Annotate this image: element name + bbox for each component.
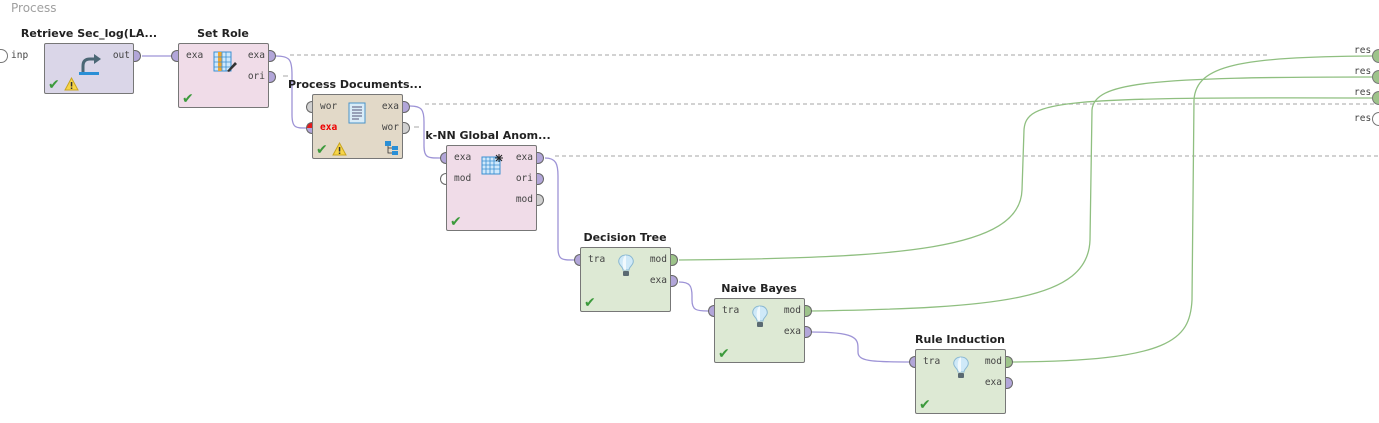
result-port-1[interactable]	[1372, 49, 1379, 63]
port-setrole-in-exa[interactable]	[171, 50, 178, 62]
connection-naivebayes-to-res2	[810, 76, 1373, 312]
operator-set-role[interactable]: exa exa ori ✔	[178, 43, 269, 108]
process-title: Process	[11, 1, 57, 15]
port-label-mod: mod	[649, 254, 667, 265]
lightbulb-icon	[752, 305, 768, 327]
result-port-2[interactable]	[1372, 70, 1379, 84]
status-ok-icon: ✔	[316, 142, 328, 158]
status-ok-icon: ✔	[919, 397, 931, 413]
port-label-exa: exa	[783, 326, 801, 337]
operator-retrieve[interactable]: out ✔	[44, 43, 134, 94]
port-label-exa: exa	[381, 101, 399, 112]
operator-title-decision-tree: Decision Tree	[583, 231, 667, 244]
connection-setrole-to-procdocs	[275, 55, 307, 129]
port-nbayes-in-tra[interactable]	[708, 305, 715, 317]
retrieve-arrow-icon	[79, 54, 101, 75]
operator-knn[interactable]: exa mod exa ori mod ✔	[446, 145, 537, 231]
operator-process-documents[interactable]: wor exa exa wor ✔	[312, 94, 403, 159]
operator-title-process-documents: Process Documents...	[287, 78, 423, 91]
connection-decisiontree-to-res3	[678, 97, 1373, 261]
table-star-icon	[481, 154, 503, 175]
status-ok-icon: ✔	[584, 295, 596, 311]
port-label-exa: exa	[454, 152, 472, 163]
result-port-4[interactable]	[1372, 112, 1379, 126]
subprocess-icon[interactable]	[385, 141, 399, 156]
port-knn-in-mod[interactable]	[440, 173, 447, 185]
warning-icon	[64, 77, 79, 91]
result-port-label: res	[1354, 113, 1372, 124]
port-label-out: out	[112, 50, 130, 61]
connection-naivebayes-to-ruleinduction	[810, 331, 911, 363]
port-label-wor: wor	[381, 122, 399, 133]
port-procdocs-in-wor[interactable]	[306, 101, 313, 113]
port-knn-in-exa[interactable]	[440, 152, 447, 164]
operator-title-naive-bayes: Naive Bayes	[721, 282, 797, 295]
result-port-label: res	[1354, 45, 1372, 56]
port-label-tra: tra	[722, 305, 740, 316]
connection-procdocs-to-knn	[409, 105, 441, 159]
connection-decisiontree-to-naivebayes	[678, 281, 709, 312]
operator-naive-bayes[interactable]: tra mod exa ✔	[714, 298, 805, 363]
port-label-mod: mod	[783, 305, 801, 316]
operator-decision-tree[interactable]: tra mod exa ✔	[580, 247, 671, 312]
operator-title-set-role: Set Role	[197, 27, 249, 40]
result-port-label: res	[1354, 66, 1372, 77]
connection-ruleinduction-to-res1	[1011, 55, 1373, 363]
port-label-exa: exa	[247, 50, 265, 61]
warning-icon	[332, 142, 347, 156]
port-rule-in-tra[interactable]	[909, 356, 916, 368]
result-port-label: res	[1354, 87, 1372, 98]
process-input-port-label: inp	[11, 50, 29, 61]
port-label-ori: ori	[515, 173, 533, 184]
status-ok-icon: ✔	[182, 91, 194, 107]
operator-title-rule-induction: Rule Induction	[915, 333, 1005, 346]
port-dtree-in-tra[interactable]	[574, 254, 581, 266]
port-label-exa: exa	[649, 275, 667, 286]
operator-title-retrieve: Retrieve Sec_log(LA...	[20, 27, 158, 40]
port-label-exa: exa	[186, 50, 204, 61]
lightbulb-icon	[953, 356, 969, 378]
status-ok-icon: ✔	[450, 214, 462, 230]
port-label-tra: tra	[923, 356, 941, 367]
connection-knn-to-decisiontree	[544, 157, 575, 261]
port-label-tra: tra	[588, 254, 606, 265]
table-edit-icon	[213, 51, 237, 72]
port-label-exa-error: exa	[320, 122, 338, 133]
port-procdocs-in-exa[interactable]	[306, 122, 313, 134]
port-label-mod: mod	[454, 173, 472, 184]
port-label-exa: exa	[984, 377, 1002, 388]
lightbulb-icon	[618, 254, 634, 276]
port-label-wor: wor	[320, 101, 338, 112]
operator-rule-induction[interactable]: tra mod exa ✔	[915, 349, 1006, 414]
operator-title-knn: k-NN Global Anom...	[425, 129, 551, 142]
port-label-mod: mod	[515, 194, 533, 205]
status-ok-icon: ✔	[48, 77, 60, 93]
result-port-3[interactable]	[1372, 91, 1379, 105]
status-ok-icon: ✔	[718, 346, 730, 362]
document-icon	[348, 102, 366, 124]
port-label-mod: mod	[984, 356, 1002, 367]
port-label-ori: ori	[247, 71, 265, 82]
port-label-exa: exa	[515, 152, 533, 163]
